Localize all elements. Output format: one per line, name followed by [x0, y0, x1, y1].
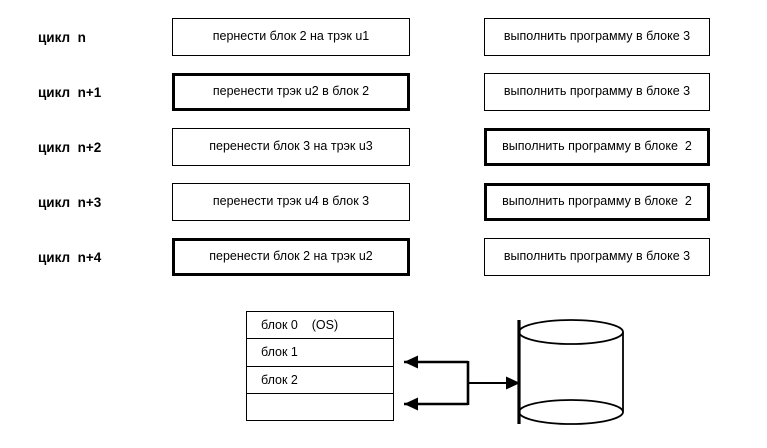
left-operation-text: пернести блок 2 на трэк u1: [212, 29, 370, 44]
arrow-right-to-disk-icon: [468, 376, 520, 390]
memory-table: блок 0 (OS) блок 1 блок 2: [246, 311, 394, 421]
right-operation-text: выполнить программу в блоке 3: [503, 84, 691, 99]
left-operation-box[interactable]: перенести блок 2 на трэк u2: [172, 238, 410, 276]
cycle-row: цикл n+1 перенести трэк u2 в блок 2 выпо…: [0, 73, 767, 113]
left-operation-text: перенести трэк u2 в блок 2: [212, 84, 370, 99]
cycle-label: цикл n+2: [38, 140, 102, 155]
cycle-label: цикл n+4: [38, 250, 102, 265]
memory-row-block1[interactable]: блок 1: [247, 339, 393, 367]
cycle-label: цикл n: [38, 30, 86, 45]
right-operation-text: выполнить программу в блоке 3: [503, 249, 691, 264]
right-operation-text: выполнить программу в блоке 2: [502, 139, 692, 154]
memory-row-label: блок 0 (OS): [261, 318, 339, 333]
memory-row-label: блок 2: [261, 372, 298, 387]
left-operation-text: перенести блок 2 на трэк u2: [209, 249, 373, 264]
memory-row-label: блок 1: [261, 345, 298, 360]
cycle-row: цикл n пернести блок 2 на трэк u1 выполн…: [0, 18, 767, 58]
left-operation-box[interactable]: перенести трэк u4 в блок 3: [172, 183, 410, 221]
right-operation-box[interactable]: выполнить программу в блоке 3: [484, 238, 710, 276]
transfer-connector: [390, 350, 530, 420]
right-operation-text: выполнить программу в блоке 3: [503, 29, 691, 44]
left-operation-box[interactable]: пернести блок 2 на трэк u1: [172, 18, 410, 56]
right-operation-text: выполнить программу в блоке 2: [502, 194, 692, 209]
left-operation-box[interactable]: перенести блок 3 на трэк u3: [172, 128, 410, 166]
left-operation-box[interactable]: перенести трэк u2 в блок 2: [172, 73, 410, 111]
right-operation-box[interactable]: выполнить программу в блоке 3: [484, 73, 710, 111]
cycle-row: цикл n+2 перенести блок 3 на трэк u3 вып…: [0, 128, 767, 168]
disk-cylinder-icon: [508, 318, 633, 430]
memory-row-empty[interactable]: [247, 394, 393, 421]
cycle-label: цикл n+1: [38, 85, 102, 100]
arrow-left-upper-icon: [404, 355, 468, 369]
left-operation-text: перенести блок 3 на трэк u3: [209, 139, 373, 154]
right-operation-box[interactable]: выполнить программу в блоке 2: [484, 183, 710, 221]
cycle-row: цикл n+4 перенести блок 2 на трэк u2 вып…: [0, 238, 767, 278]
right-operation-box[interactable]: выполнить программу в блоке 2: [484, 128, 710, 166]
memory-row-block0[interactable]: блок 0 (OS): [247, 312, 393, 340]
memory-row-block2[interactable]: блок 2: [247, 367, 393, 394]
left-operation-text: перенести трэк u4 в блок 3: [212, 194, 370, 209]
cycle-row: цикл n+3 перенести трэк u4 в блок 3 выпо…: [0, 183, 767, 223]
arrow-left-lower-icon: [404, 397, 468, 411]
right-operation-box[interactable]: выполнить программу в блоке 3: [484, 18, 710, 56]
cycle-label: цикл n+3: [38, 195, 102, 210]
